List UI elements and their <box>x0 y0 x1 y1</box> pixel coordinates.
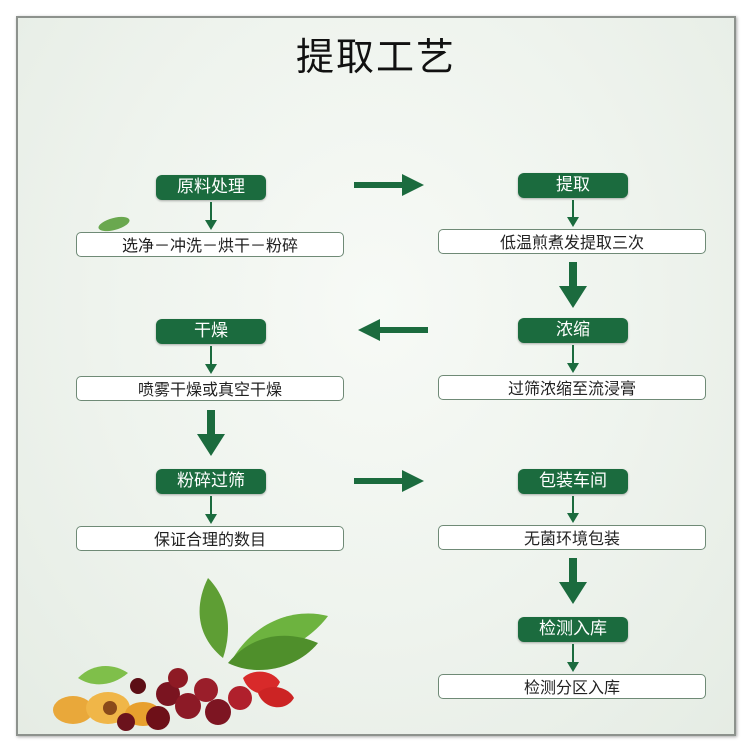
step-crush-sieve-detail: 保证合理的数目 <box>76 526 344 551</box>
step-drying-detail: 喷雾干燥或真空干燥 <box>76 376 344 401</box>
arrow-down-icon <box>205 346 217 374</box>
step-extraction-header: 提取 <box>518 173 628 198</box>
step-packaging-workshop-detail: 无菌环境包装 <box>438 525 706 550</box>
arrow-left-icon <box>358 319 428 341</box>
fruit-leaf-decoration <box>53 216 328 731</box>
step-packaging-workshop-header: 包装车间 <box>518 469 628 494</box>
diagram-frame: 提取工艺 原料处理 选净－冲洗－烘干－粉碎 干燥 喷雾干燥或真空干燥 粉碎过筛 … <box>16 16 736 736</box>
arrow-down-icon <box>567 496 579 523</box>
step-concentration-detail: 过筛浓缩至流浸膏 <box>438 375 706 400</box>
arrow-down-icon <box>567 644 579 672</box>
arrow-down-icon <box>567 345 579 373</box>
step-drying-header: 干燥 <box>156 319 266 344</box>
step-extraction-detail: 低温煎煮发提取三次 <box>438 229 706 254</box>
arrow-down-icon <box>205 202 217 230</box>
step-raw-material-processing-detail: 选净－冲洗－烘干－粉碎 <box>76 232 344 257</box>
arrow-right-icon <box>354 470 424 492</box>
arrow-down-icon <box>197 410 225 456</box>
step-crush-sieve-header: 粉碎过筛 <box>156 469 266 494</box>
flow-arrows <box>197 174 587 672</box>
step-raw-material-processing-header: 原料处理 <box>156 175 266 200</box>
arrow-down-icon <box>205 496 217 524</box>
step-inspection-storage-header: 检测入库 <box>518 617 628 642</box>
step-inspection-storage-detail: 检测分区入库 <box>438 674 706 699</box>
arrow-down-icon <box>559 262 587 308</box>
arrow-right-icon <box>354 174 424 196</box>
page-title: 提取工艺 <box>295 35 456 79</box>
arrow-down-icon <box>559 558 587 604</box>
arrow-down-icon <box>567 200 579 227</box>
step-concentration-header: 浓缩 <box>518 318 628 343</box>
